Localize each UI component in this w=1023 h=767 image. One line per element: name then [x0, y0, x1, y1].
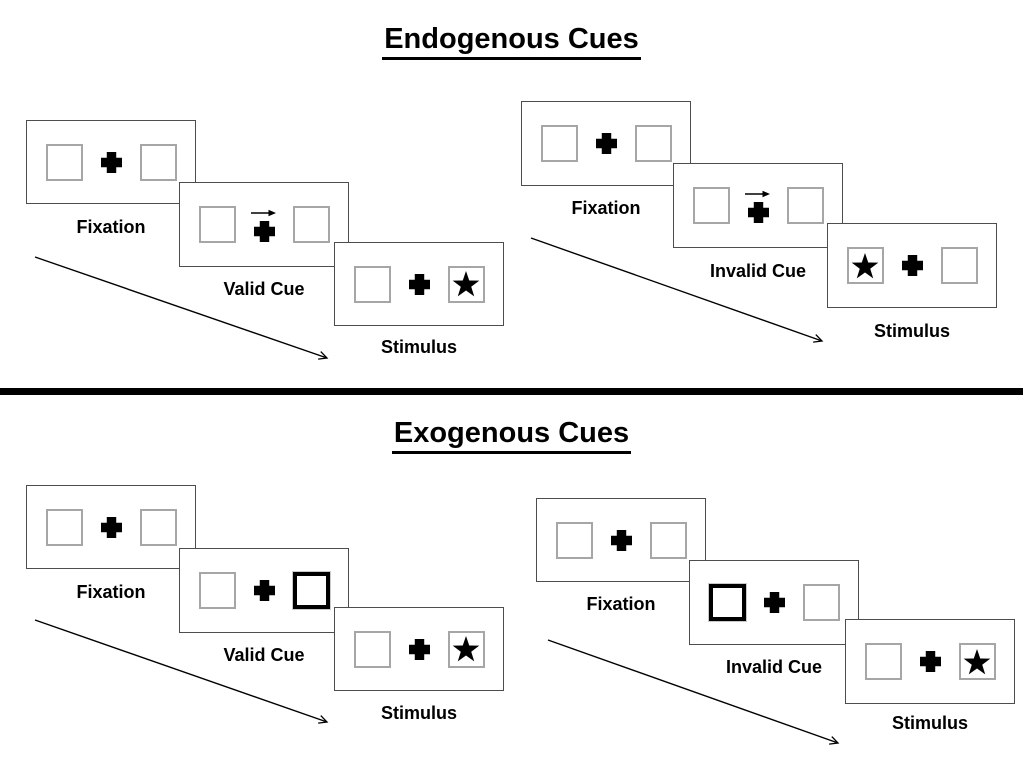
diagonal-arrow-icon — [547, 639, 840, 745]
fixation-cross — [761, 592, 788, 613]
fixation-cross-with-cue — [251, 208, 278, 242]
plus-icon — [595, 133, 617, 154]
placeholder-box-left — [692, 187, 730, 224]
panel-label: Stimulus — [380, 337, 457, 357]
panel-label: Valid Cue — [223, 645, 305, 665]
stimulus-screen — [334, 242, 504, 326]
plus-icon — [901, 255, 923, 276]
section-title-text: Exogenous Cues — [391, 417, 632, 454]
plus-icon — [100, 516, 122, 538]
placeholder-box-right — [292, 206, 330, 243]
target-box-right — [447, 265, 485, 303]
fixation-cross — [593, 133, 620, 154]
right-arrow-icon — [251, 209, 276, 216]
placeholder-box-left — [45, 143, 83, 181]
fixation-cross — [98, 151, 125, 173]
target-box-right — [958, 643, 996, 680]
cue-screen — [689, 560, 859, 645]
cue-screen — [179, 182, 349, 267]
section-title-text: Endogenous Cues — [382, 23, 641, 60]
placeholder-box-right — [634, 125, 672, 162]
plus-icon — [763, 592, 785, 613]
placeholder-box-left — [198, 206, 236, 243]
placeholder-box-left — [864, 643, 902, 680]
plus-icon — [919, 651, 941, 672]
panel-label: Fixation — [76, 582, 146, 602]
placeholder-box-left — [45, 508, 83, 546]
target-box-right — [447, 630, 485, 668]
plus-icon — [253, 220, 275, 242]
fixation-cross — [251, 580, 278, 601]
placeholder-box-left — [555, 521, 593, 559]
section-title-endogenous: Endogenous Cues — [0, 23, 1023, 60]
diagonal-arrow-icon — [530, 237, 824, 343]
diagonal-arrow-icon — [34, 256, 329, 360]
stimulus-screen — [334, 607, 504, 691]
fixation-cross — [406, 273, 433, 295]
placeholder-box-right — [786, 187, 824, 224]
section-divider — [0, 388, 1023, 395]
placeholder-box-left — [198, 572, 236, 609]
panel-label: Stimulus — [891, 713, 968, 733]
star-icon — [452, 271, 480, 297]
section-title-exogenous: Exogenous Cues — [0, 417, 1023, 454]
placeholder-box-left — [540, 125, 578, 162]
highlighted-cue-box-left — [708, 584, 746, 621]
fixation-screen — [536, 498, 706, 582]
placeholder-box-right — [139, 143, 177, 181]
plus-icon — [408, 638, 430, 660]
fixation-cross-with-cue — [745, 189, 772, 223]
highlighted-cue-box-right — [292, 572, 330, 609]
fixation-cross — [608, 529, 635, 551]
diagonal-arrow-icon — [34, 619, 329, 724]
fixation-cross — [899, 255, 926, 276]
cue-screen — [179, 548, 349, 633]
placeholder-box-right — [139, 508, 177, 546]
placeholder-box-left — [353, 265, 391, 303]
plus-icon — [408, 273, 430, 295]
plus-icon — [747, 201, 769, 223]
right-arrow-icon — [745, 190, 770, 197]
placeholder-box-right — [802, 584, 840, 621]
plus-icon — [253, 580, 275, 601]
star-icon — [851, 252, 879, 278]
plus-icon — [610, 529, 632, 551]
fixation-cross — [406, 638, 433, 660]
panel-label: Invalid Cue — [709, 261, 807, 281]
panel-label: Invalid Cue — [725, 657, 823, 677]
panel-label: Fixation — [76, 217, 146, 237]
star-icon — [452, 636, 480, 662]
panel-label: Valid Cue — [223, 279, 305, 299]
fixation-screen — [26, 120, 196, 204]
fixation-cross — [917, 651, 944, 672]
placeholder-box-right — [940, 247, 978, 284]
stimulus-screen — [827, 223, 997, 308]
stimulus-screen — [845, 619, 1015, 704]
fixation-screen — [521, 101, 691, 186]
panel-label: Stimulus — [873, 321, 950, 341]
panel-label: Fixation — [571, 198, 641, 218]
placeholder-box-right — [649, 521, 687, 559]
star-icon — [963, 648, 991, 674]
cue-screen — [673, 163, 843, 248]
fixation-screen — [26, 485, 196, 569]
fixation-cross — [98, 516, 125, 538]
plus-icon — [100, 151, 122, 173]
panel-label: Fixation — [586, 594, 656, 614]
panel-label: Stimulus — [380, 703, 457, 723]
placeholder-box-left — [353, 630, 391, 668]
target-box-left — [846, 247, 884, 284]
